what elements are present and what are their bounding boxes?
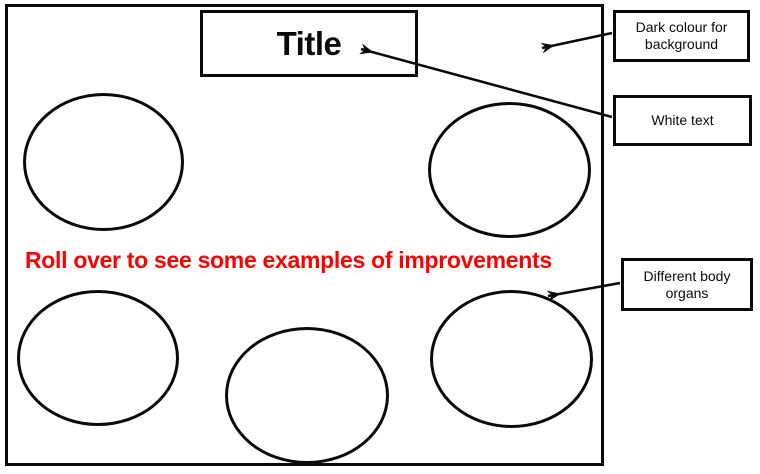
organ-circle-bottom-right[interactable] (430, 290, 593, 428)
organ-circle-top-left[interactable] (23, 93, 184, 231)
callout-white-text-label: White text (651, 112, 714, 128)
callout-body-organs: Different body organs (621, 258, 753, 311)
callout-body-organs-label: Different body organs (643, 267, 731, 301)
callout-white-text: White text (613, 95, 752, 146)
organ-circle-bottom-left[interactable] (17, 290, 179, 426)
title-box: Title (200, 10, 418, 77)
organ-circle-top-right[interactable] (428, 102, 591, 238)
callout-dark-background-label: Dark colour for background (635, 19, 728, 52)
organ-circle-bottom-middle[interactable] (225, 327, 389, 464)
callout-dark-background: Dark colour for background (613, 10, 750, 62)
rollover-instruction-text: Roll over to see some examples of improv… (25, 247, 552, 273)
title-text: Title (276, 24, 342, 62)
